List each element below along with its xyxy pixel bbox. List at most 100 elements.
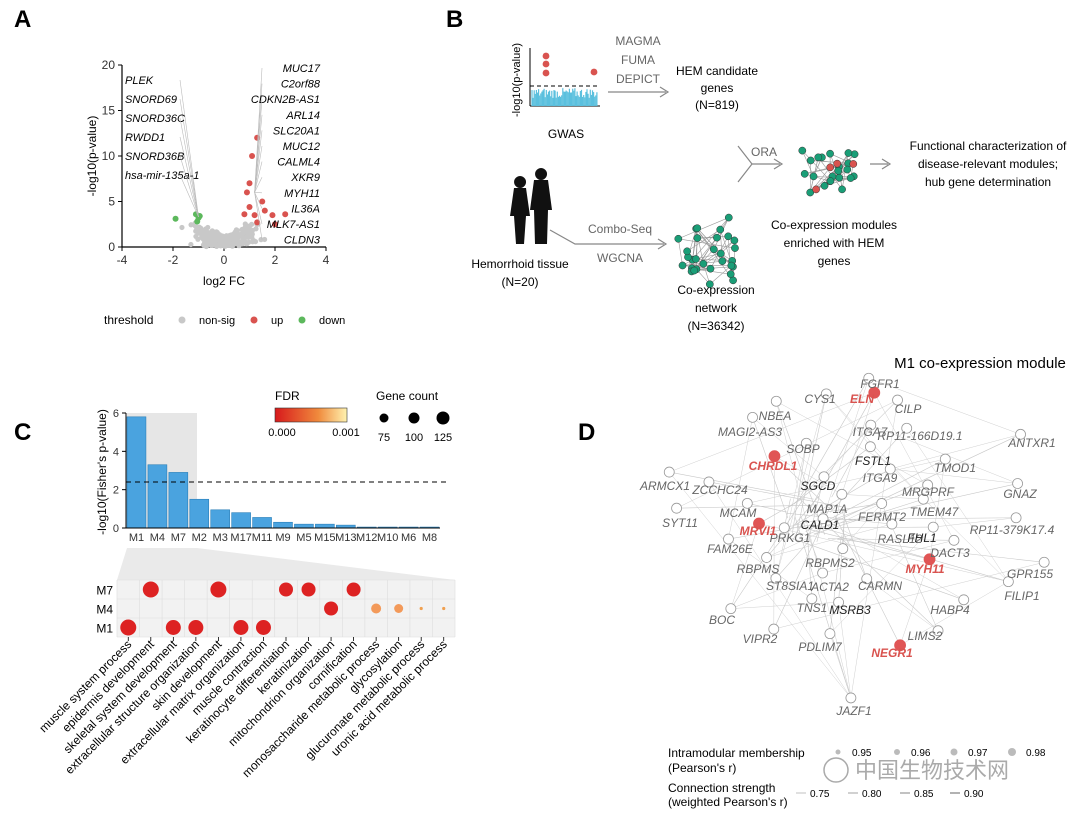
network-node-ANTXR1 (1015, 428, 1026, 440)
volcano-point-nonsig (242, 221, 248, 227)
volcano-y-tick-label: 10 (102, 149, 116, 163)
module-network-node (826, 177, 835, 185)
volcano-right-gene-label: MYH11 (284, 188, 320, 200)
network-node-CHRDL1 (768, 450, 781, 463)
panel-letter-d: D (578, 419, 595, 446)
network-edge (775, 539, 811, 579)
person-icon (510, 176, 530, 244)
volcano-legend-label: up (271, 315, 283, 327)
volcano-point-up (272, 221, 278, 228)
fdr-tick-label: 0.000 (268, 427, 296, 439)
functional-text: hub gene determination (925, 175, 1051, 189)
gene-label-CYS1: CYS1 (804, 392, 835, 406)
gwas-hit (542, 69, 550, 77)
gene-count-label: 75 (378, 432, 390, 444)
membership-legend-title: Intramodular membership (668, 746, 805, 760)
ora-merge-lines (737, 145, 753, 183)
gene-label-NEGR1: NEGR1 (871, 646, 913, 660)
functional-text: Functional characterization of (910, 139, 1067, 153)
gene-label-ANTXR1: ANTXR1 (1007, 436, 1055, 450)
network-node-ST8SIA1 (770, 572, 782, 584)
gene-label-FGFR1: FGFR1 (860, 377, 899, 391)
gene-label-NBEA: NBEA (759, 409, 792, 423)
volcano-right-gene-label: CLDN3 (284, 235, 321, 247)
coexp-network-node (693, 234, 702, 242)
network-node-FSTL1 (864, 441, 876, 453)
coexp-network-edge (695, 228, 734, 281)
gwas-label: GWAS (548, 127, 584, 141)
bar-M11 (252, 517, 272, 529)
network-node-RBPMS (761, 552, 772, 563)
coexp-network-edge (686, 229, 721, 252)
bar-category-label: M2 (192, 532, 207, 544)
leader-line (179, 155, 199, 218)
module-network-edge (802, 150, 814, 177)
bar-category-label: M5 (296, 532, 311, 544)
gene-label-FSTL1: FSTL1 (855, 454, 891, 468)
volcano-left-gene-label: SNORD36C (125, 113, 185, 125)
network-edge (841, 494, 924, 500)
bar-M9 (273, 521, 293, 529)
bar-M17 (231, 512, 251, 529)
volcano-y-label: -log10(p-value) (85, 116, 99, 197)
network-node-MRGPRF (922, 479, 934, 491)
volcano-x-tick-label: 2 (272, 253, 279, 267)
volcano-point-up (246, 203, 253, 210)
network-edge (728, 538, 813, 599)
gene-label-TNS1: TNS1 (797, 601, 828, 615)
volcano-legend-label: non-sig (199, 315, 235, 327)
gene-label-MSRB3: MSRB3 (829, 603, 871, 617)
coexp-modules-text: enriched with HEM (784, 236, 885, 250)
bar-M4 (147, 464, 168, 529)
network-edge (766, 523, 892, 558)
gene-label-MCAM: MCAM (720, 506, 757, 520)
ora-label: ORA (751, 145, 777, 159)
bar-y-tick-label: 2 (113, 485, 119, 497)
network-edge (788, 446, 871, 508)
gene-label-MRVI1: MRVI1 (740, 524, 777, 538)
volcano-point-nonsig (209, 228, 215, 234)
coexp-network-node (674, 234, 683, 243)
gene-label-MAP1A: MAP1A (807, 502, 848, 516)
network-node-SYT11 (671, 502, 682, 514)
volcano-point-up (243, 189, 250, 196)
coexp-network-node (724, 232, 733, 241)
membership-legend-label: 0.97 (968, 748, 988, 759)
network-node-CILP (892, 394, 903, 406)
gene-label-FILIP1: FILIP1 (1004, 589, 1039, 603)
volcano-point-nonsig (249, 239, 256, 245)
volcano-point-up (261, 207, 268, 214)
enrichment-dot (346, 582, 361, 597)
membership-legend-label: 0.96 (911, 748, 931, 759)
network-node-MYH11 (923, 553, 936, 566)
network-edge (669, 392, 875, 473)
coexp-network-edge (696, 268, 731, 275)
coexp-modules-text: genes (818, 254, 851, 268)
volcano-point-nonsig (192, 223, 198, 229)
bar-M7 (168, 472, 189, 529)
network-edge (676, 399, 898, 509)
gene-label-CHRDL1: CHRDL1 (749, 459, 798, 473)
network-edge (708, 481, 842, 507)
volcano-point-nonsig (224, 239, 230, 245)
network-edge (728, 417, 753, 540)
gene-label-FAM26E: FAM26E (707, 542, 754, 556)
module-title: M1 co-expression module (894, 355, 1066, 372)
network-edge (752, 417, 789, 519)
combo-label: WGCNA (597, 251, 643, 265)
module-network-node (833, 159, 842, 168)
coexp-network-edge (692, 228, 698, 260)
volcano-point-up (246, 180, 253, 187)
network-node-CARMN (861, 573, 873, 585)
network-edge (866, 578, 939, 631)
membership-legend-dot (950, 748, 958, 756)
network-node-ITGA9 (884, 463, 896, 475)
network-edge (792, 538, 964, 601)
coexp-network-edge (709, 265, 732, 285)
network-edge (669, 471, 814, 500)
network-edge (796, 525, 930, 560)
network-edge (868, 377, 1021, 435)
volcano-y-tick-label: 0 (108, 240, 115, 254)
volcano-right-gene-label: XKR9 (290, 172, 320, 184)
bar-M5 (294, 523, 314, 529)
